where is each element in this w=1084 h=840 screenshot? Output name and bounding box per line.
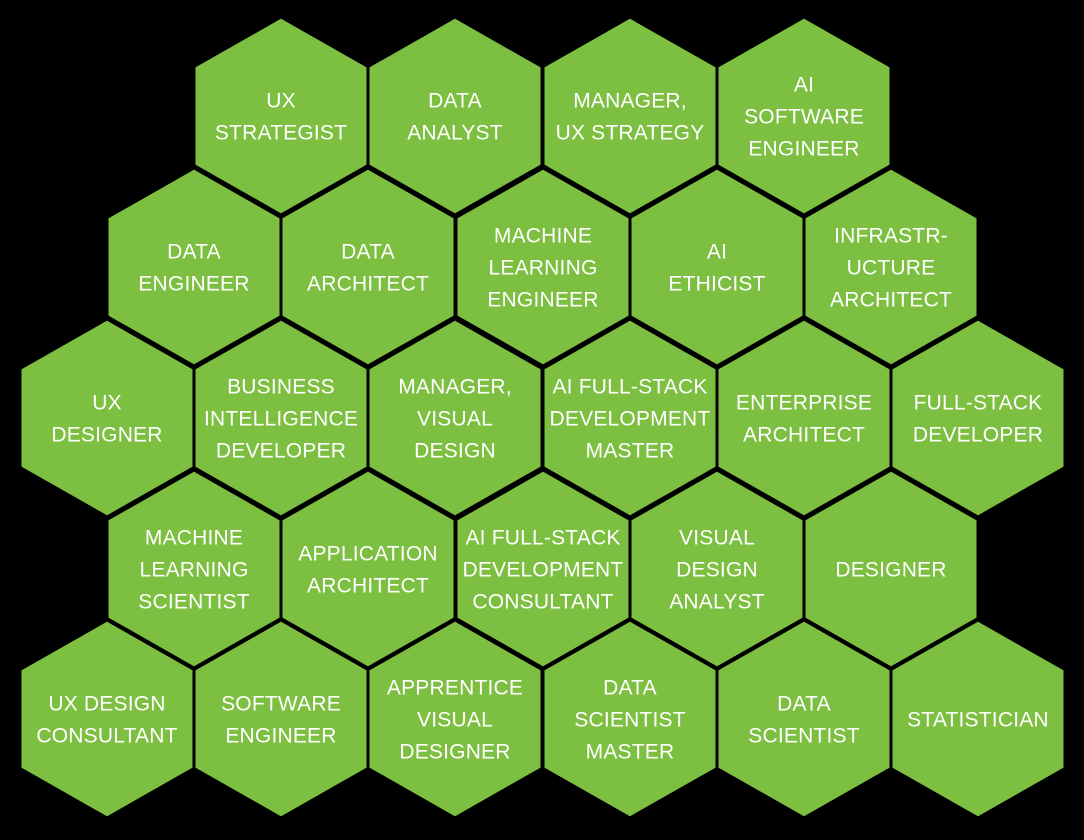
hex-label-line: DEVELOPMENT [463, 558, 624, 581]
hex-label-line: MACHINE [145, 526, 243, 549]
hex-label-line: APPRENTICE [387, 676, 523, 699]
hex-designer: DESIGNER [802, 468, 980, 670]
hex-label-line: MANAGER, [573, 89, 687, 112]
hex-label-line: BUSINESS [227, 375, 335, 398]
hex-label-line: INFRASTR- [834, 224, 948, 247]
hex-label-line: UX [266, 89, 296, 112]
hex-enterprise-architect: ENTERPRISE ARCHITECT [715, 317, 893, 519]
hex-ai-ethicist: AI ETHICIST [628, 166, 806, 368]
hex-machine-learning-engineer: MACHINE LEARNING ENGINEER [454, 166, 632, 368]
hex-label-line: INTELLIGENCE [204, 407, 358, 430]
hex-shape [715, 15, 893, 217]
hex-label-line: STATISTICIAN [907, 708, 1049, 731]
hex-label-line: DEVELOPMENT [550, 407, 711, 430]
hex-label-line: FULL-STACK [914, 391, 1043, 414]
hex-label-line: DESIGNER [399, 740, 510, 763]
hex-label-line: DEVELOPER [913, 423, 1043, 446]
hex-label-line: VISUAL [679, 526, 755, 549]
hex-business-intelligence-developer: BUSINESS INTELLIGENCE DEVELOPER [192, 317, 370, 519]
hex-label-line: SCIENTIST [574, 708, 685, 731]
hex-label-line: AI [794, 73, 814, 96]
hex-label-line: STRATEGIST [215, 121, 347, 144]
hex-label-line: AI FULL-STACK [552, 375, 707, 398]
hex-label-line: ARCHITECT [830, 288, 952, 311]
hex-ai-software-engineer: AI SOFTWARE ENGINEER [715, 15, 893, 217]
hex-label-line: MACHINE [494, 224, 592, 247]
hex-label-line: SCIENTIST [138, 590, 249, 613]
hex-label-line: UX STRATEGY [556, 121, 705, 144]
hex-label-line: ENGINEER [487, 288, 598, 311]
hex-label-line: ARCHITECT [743, 423, 865, 446]
hex-label-line: SOFTWARE [744, 105, 864, 128]
hex-label-line: ENGINEER [138, 272, 249, 295]
hex-label-line: ENTERPRISE [736, 391, 872, 414]
hex-ux-design-consultant: UX DESIGN CONSULTANT [18, 618, 196, 820]
hex-label-line: DATA [167, 240, 221, 263]
hex-label-line: SOFTWARE [221, 692, 341, 715]
hex-label-line: ENGINEER [225, 724, 336, 747]
hex-label-line: DATA [341, 240, 395, 263]
hex-label-line: AI [707, 240, 727, 263]
hex-label-line: ARCHITECT [307, 574, 429, 597]
hex-ai-full-stack-development-consultant: AI FULL-STACK DEVELOPMENT CONSULTANT [454, 468, 632, 670]
hex-label-line: MANAGER, [398, 375, 512, 398]
hex-label-line: DEVELOPER [216, 439, 346, 462]
hex-label-line: APPLICATION [298, 542, 438, 565]
hex-label-line: MASTER [586, 439, 675, 462]
hex-data-scientist: DATA SCIENTIST [715, 618, 893, 820]
hex-software-engineer: SOFTWARE ENGINEER [192, 618, 370, 820]
hex-label-line: ETHICIST [668, 272, 765, 295]
hex-label-line: DATA [777, 692, 831, 715]
hex-ux-strategist: UX STRATEGIST [192, 15, 370, 217]
hex-label-line: DESIGN [414, 439, 496, 462]
hex-data-analyst: DATA ANALYST [366, 15, 544, 217]
hex-data-engineer: DATA ENGINEER [105, 166, 283, 368]
hex-label-line: UX DESIGN [48, 692, 165, 715]
hex-label-line: ANALYST [407, 121, 503, 144]
hex-label-line: AI FULL-STACK [465, 526, 620, 549]
hex-label-line: ARCHITECT [307, 272, 429, 295]
hex-statistician: STATISTICIAN [889, 618, 1067, 820]
hex-label-line: VISUAL [417, 708, 493, 731]
hex-label-line: DATA [428, 89, 482, 112]
hex-shape [889, 618, 1067, 820]
hex-shape [889, 317, 1067, 519]
hex-label-line: MASTER [586, 740, 675, 763]
hex-full-stack-developer: FULL-STACK DEVELOPER [889, 317, 1067, 519]
hex-infrastructure-architect: INFRASTR- UCTURE ARCHITECT [802, 166, 980, 368]
hex-label-line: UX [92, 391, 122, 414]
hex-ux-designer: UX DESIGNER [18, 317, 196, 519]
hex-label-line: SCIENTIST [748, 724, 859, 747]
hex-machine-learning-scientist: MACHINE LEARNING SCIENTIST [105, 468, 283, 670]
hex-label-line: DESIGN [676, 558, 758, 581]
hex-data-scientist-master: DATA SCIENTIST MASTER [541, 618, 719, 820]
hex-label-line: UCTURE [847, 256, 936, 279]
hex-label-line: CONSULTANT [472, 590, 613, 613]
hex-label-line: LEARNING [489, 256, 598, 279]
hex-label-line: ENGINEER [748, 137, 859, 160]
hex-label-line: ANALYST [669, 590, 765, 613]
hex-label-line: VISUAL [417, 407, 493, 430]
hex-label-line: LEARNING [140, 558, 249, 581]
hex-label-line: DESIGNER [835, 558, 946, 581]
hex-label-line: DATA [603, 676, 657, 699]
hex-ai-full-stack-development-master: AI FULL-STACK DEVELOPMENT MASTER [541, 317, 719, 519]
hex-label-line: CONSULTANT [36, 724, 177, 747]
hex-shape [802, 166, 980, 368]
hex-label-line: DESIGNER [51, 423, 162, 446]
